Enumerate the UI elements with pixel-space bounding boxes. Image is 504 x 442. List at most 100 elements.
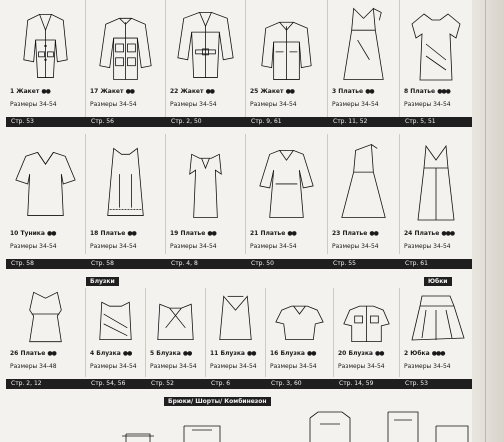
model-title: 23 Платье ●●	[332, 230, 379, 237]
model-sizes: Размеры 34-54	[404, 363, 451, 370]
model-title: 21 Платье ●●	[250, 230, 297, 237]
model-card[interactable]: 10 Туника ●● Размеры 34-54	[6, 134, 86, 254]
model-sizes: Размеры 34-54	[90, 101, 137, 108]
model-card[interactable]: 18 Платье ●● Размеры 34-54	[86, 134, 166, 254]
garment-sketch	[166, 134, 245, 226]
model-card[interactable]: 8 Платье ●●● Размеры 34-54	[400, 0, 472, 117]
garment-sketch	[6, 0, 85, 86]
difficulty-dots: ●●●	[441, 230, 455, 237]
model-sizes: Размеры 34-54	[250, 101, 297, 108]
difficulty-dots: ●●	[122, 350, 133, 357]
model-sizes: Размеры 34-54	[210, 363, 257, 370]
page-ref: Стр. 54, 56	[91, 380, 126, 387]
model-title: 1 Жакет ●●	[10, 88, 51, 95]
page-ref: Стр. 58	[91, 260, 114, 267]
page-ref: Стр. 53	[405, 380, 428, 387]
section-label-skirts: Юбки	[424, 277, 452, 286]
model-card[interactable]: 3 Платье ●● Размеры 34-54	[328, 0, 400, 117]
page-ref: Стр. 55	[333, 260, 356, 267]
page-ref: Стр. 61	[405, 260, 428, 267]
model-title: 5 Блузка ●●	[150, 350, 192, 357]
difficulty-dots: ●●	[375, 350, 385, 357]
row-4	[6, 408, 472, 442]
model-sizes: Размеры 34-54	[332, 101, 379, 108]
garment-sketch	[206, 288, 265, 346]
row-1: 1 Жакет ●● Размеры 34-54 17 Жакет ●● Раз…	[6, 0, 472, 117]
model-card[interactable]: 21 Платье ●● Размеры 34-54	[246, 134, 328, 254]
model-sizes: Размеры 34-54	[90, 363, 137, 370]
model-card[interactable]: 16 Блузка ●● Размеры 34-54	[266, 288, 334, 377]
garment-sketch	[334, 288, 399, 346]
difficulty-dots: ●●	[47, 350, 57, 357]
difficulty-dots: ●●	[125, 88, 136, 95]
model-card[interactable]: 26 Платье ●● Размеры 34-48	[6, 288, 86, 377]
model-title: 4 Блузка ●●	[90, 350, 133, 357]
difficulty-dots: ●●	[41, 88, 51, 95]
model-sizes: Размеры 34-54	[150, 363, 197, 370]
model-card[interactable]: 1 Жакет ●● Размеры 34-54	[6, 0, 86, 117]
page-ref: Стр. 9, 61	[251, 118, 282, 125]
model-card[interactable]: 20 Блузка ●● Размеры 34-54	[334, 288, 400, 377]
section-label-blouses: Блузки	[86, 277, 119, 286]
page-ref-bar: Стр. 58 Стр. 58 Стр. 4, 8 Стр. 50 Стр. 5…	[6, 259, 472, 269]
garment-sketch	[6, 288, 85, 346]
difficulty-dots: ●●●	[437, 88, 451, 95]
model-title: 3 Платье ●●	[332, 88, 375, 95]
garment-sketch	[328, 134, 399, 226]
model-sizes: Размеры 34-54	[170, 101, 217, 108]
difficulty-dots: ●●	[247, 350, 257, 357]
model-card[interactable]: 11 Блузка ●● Размеры 34-54	[206, 288, 266, 377]
model-sizes: Размеры 34-54	[10, 243, 57, 250]
model-title: 8 Платье ●●●	[404, 88, 451, 95]
model-sizes: Размеры 34-54	[170, 243, 217, 250]
model-card[interactable]: 2 Юбка ●●● Размеры 34-54	[400, 288, 472, 377]
model-card[interactable]: 25 Жакет ●● Размеры 34-54	[246, 0, 328, 117]
model-title: 2 Юбка ●●●	[404, 350, 445, 357]
page-ref: Стр. 56	[91, 118, 114, 125]
page-ref: Стр. 50	[251, 260, 274, 267]
garment-sketch	[400, 134, 472, 226]
garment-sketch	[86, 0, 165, 86]
page-ref: Стр. 2, 50	[171, 118, 202, 125]
model-card[interactable]: 17 Жакет ●● Размеры 34-54	[86, 0, 166, 117]
model-title: 25 Жакет ●●	[250, 88, 296, 95]
garment-sketch	[246, 134, 327, 226]
model-title: 16 Блузка ●●	[270, 350, 317, 357]
model-sizes: Размеры 34-54	[90, 243, 137, 250]
difficulty-dots: ●●	[365, 88, 375, 95]
model-card[interactable]: 24 Платье ●●● Размеры 34-54	[400, 134, 472, 254]
page-ref: Стр. 53	[11, 118, 34, 125]
model-title: 19 Платье ●●	[170, 230, 217, 237]
difficulty-dots: ●●	[127, 230, 137, 237]
model-card[interactable]: 19 Платье ●● Размеры 34-54	[166, 134, 246, 254]
difficulty-dots: ●●	[205, 88, 216, 95]
model-title: 22 Жакет ●●	[170, 88, 216, 95]
page-ref-bar: Стр. 2, 12 Стр. 54, 56 Стр. 52 Стр. 6 Ст…	[6, 379, 472, 389]
model-sizes: Размеры 34-54	[404, 243, 451, 250]
model-sizes: Размеры 34-54	[404, 101, 451, 108]
model-card[interactable]: 22 Жакет ●● Размеры 34-54	[166, 0, 246, 117]
page-ref: Стр. 6	[211, 380, 231, 387]
difficulty-dots: ●●	[369, 230, 379, 237]
section-label-pants: Брюки/ Шорты/ Комбинезон	[164, 397, 271, 406]
model-title: 20 Блузка ●●	[338, 350, 385, 357]
garment-sketch	[86, 288, 145, 346]
model-card[interactable]: 5 Блузка ●● Размеры 34-54	[146, 288, 206, 377]
model-sizes: Размеры 34-54	[332, 243, 379, 250]
garment-sketch	[400, 0, 472, 86]
model-sizes: Размеры 34-54	[250, 243, 297, 250]
page-edge	[472, 0, 504, 442]
model-sizes: Размеры 34-54	[270, 363, 317, 370]
page-ref-bar: Стр. 53 Стр. 56 Стр. 2, 50 Стр. 9, 61 Ст…	[6, 117, 472, 127]
model-card[interactable]: 23 Платье ●● Размеры 34-54	[328, 134, 400, 254]
difficulty-dots: ●●	[207, 230, 217, 237]
garment-sketch	[86, 134, 165, 226]
page-ref: Стр. 58	[11, 260, 34, 267]
difficulty-dots: ●●	[285, 88, 296, 95]
model-title: 24 Платье ●●●	[404, 230, 455, 237]
garment-sketch	[328, 0, 399, 86]
page-ref: Стр. 3, 60	[271, 380, 302, 387]
model-card[interactable]: 4 Блузка ●● Размеры 34-54	[86, 288, 146, 377]
model-title: 10 Туника ●●	[10, 230, 57, 237]
